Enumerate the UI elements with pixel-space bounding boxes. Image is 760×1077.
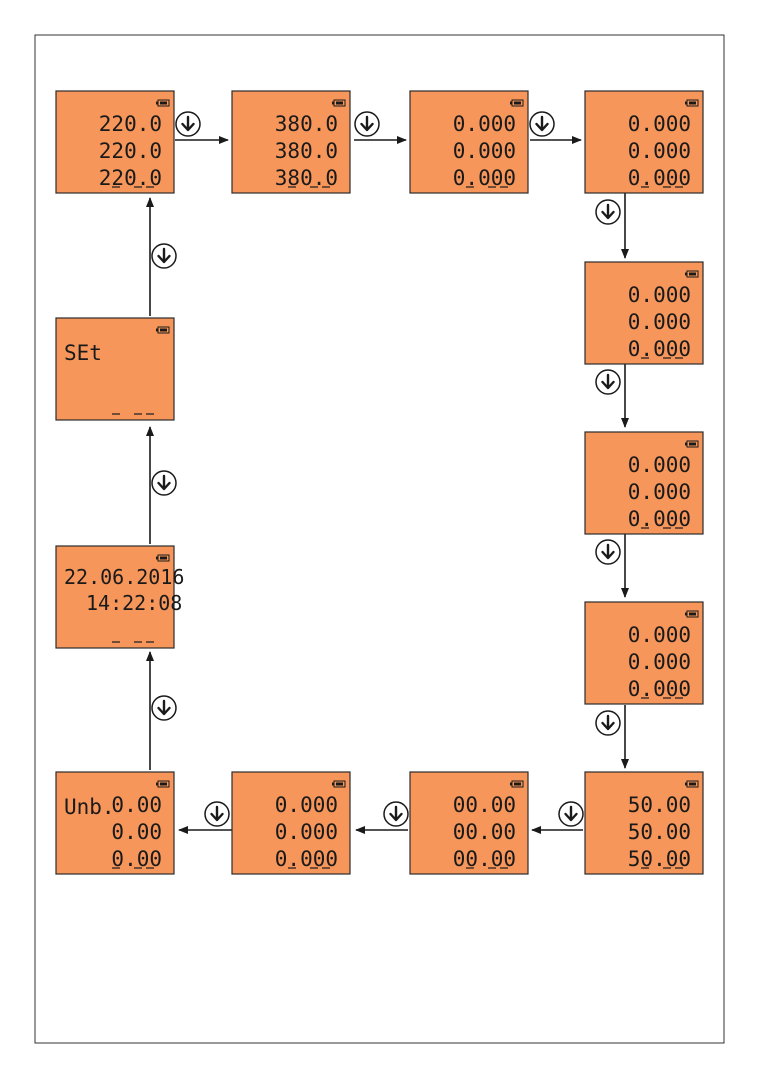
lcd-value-line-3: 0.00 [111,847,162,871]
lcd-value-line-1: 380.0 [275,112,338,136]
lcd-screen-voltage-line: 380.0 380.0 380.0 [232,91,350,193]
lcd-value-line-1: 0.000 [628,623,691,647]
lcd-value-line-2: 0.000 [628,310,691,334]
lcd-panel [56,318,174,420]
lcd-value-line-1: 0.000 [453,112,516,136]
lcd-value-line-2: 50.00 [628,820,691,844]
circled-down-arrow-icon[interactable] [355,112,379,136]
lcd-value-line-1: 0.000 [628,453,691,477]
circled-down-arrow-icon[interactable] [559,802,583,826]
circled-down-arrow-icon[interactable] [596,540,620,564]
circled-down-arrow-icon[interactable] [596,200,620,224]
lcd-value-line-2: 0.000 [453,139,516,163]
lcd-label: Unb. [64,795,115,819]
lcd-value-line-1: 0.000 [628,112,691,136]
lcd-screen-power-factor: 0.000 0.000 0.000 [585,602,703,704]
lcd-value-line-3: 50.00 [628,847,691,871]
lcd-value-line-3: 220.0 [99,166,162,190]
lcd-screen-active-power: 0.000 0.000 0.000 [585,91,703,193]
circled-down-arrow-icon[interactable] [152,696,176,720]
lcd-value-line-2: 0.000 [628,139,691,163]
lcd-value-line-2: 0.00 [111,820,162,844]
lcd-screen-frequency: 50.00 50.00 50.00 [585,772,703,874]
lcd-value-line-2: 380.0 [275,139,338,163]
lcd-screen-screen-10: 0.000 0.000 0.000 [232,772,350,874]
lcd-value-line-1: 50.00 [628,793,691,817]
lcd-screen-set: SEt [56,318,174,420]
lcd-label: SEt [64,341,102,365]
flow-arrows [150,140,625,830]
lcd-value-line-3: 0.000 [628,337,691,361]
lcd-value-line-1: 220.0 [99,112,162,136]
next-buttons [152,112,620,826]
lcd-value-line-1: 00.00 [453,793,516,817]
lcd-value-line-3: 0.000 [628,507,691,531]
lcd-value-line-3: 0.000 [453,166,516,190]
lcd-value-line-1: 0.000 [628,283,691,307]
lcd-value-line-3: 0.000 [628,166,691,190]
circled-down-arrow-icon[interactable] [596,711,620,735]
circled-down-arrow-icon[interactable] [152,244,176,268]
circled-down-arrow-icon[interactable] [205,802,229,826]
lcd-value-line-3: 0.000 [628,677,691,701]
lcd-value-line-3: 380.0 [275,166,338,190]
lcd-screen-voltage-phase: 220.0 220.0 220.0 [56,91,174,193]
lcd-value-line-2: 00.00 [453,820,516,844]
lcd-date: 22.06.2016 [64,565,184,589]
lcd-value-line-1: 0.000 [275,793,338,817]
lcd-screen-screen-9: 00.00 00.00 00.00 [410,772,528,874]
circled-down-arrow-icon[interactable] [596,370,620,394]
lcd-value-line-1: 0.00 [111,793,162,817]
lcd-screen-apparent-power: 0.000 0.000 0.000 [585,432,703,534]
lcd-screen-current: 0.000 0.000 0.000 [410,91,528,193]
lcd-value-line-2: 220.0 [99,139,162,163]
lcd-value-line-3: 00.00 [453,847,516,871]
lcd-value-line-2: 0.000 [628,650,691,674]
lcd-screen-reactive-power: 0.000 0.000 0.000 [585,262,703,364]
circled-down-arrow-icon[interactable] [384,802,408,826]
circled-down-arrow-icon[interactable] [530,112,554,136]
circled-down-arrow-icon[interactable] [152,471,176,495]
lcd-value-line-2: 0.000 [275,820,338,844]
lcd-time: 14:22:08 [86,591,182,615]
lcd-value-line-2: 0.000 [628,480,691,504]
lcd-value-line-3: 0.000 [275,847,338,871]
circled-down-arrow-icon[interactable] [176,112,200,136]
